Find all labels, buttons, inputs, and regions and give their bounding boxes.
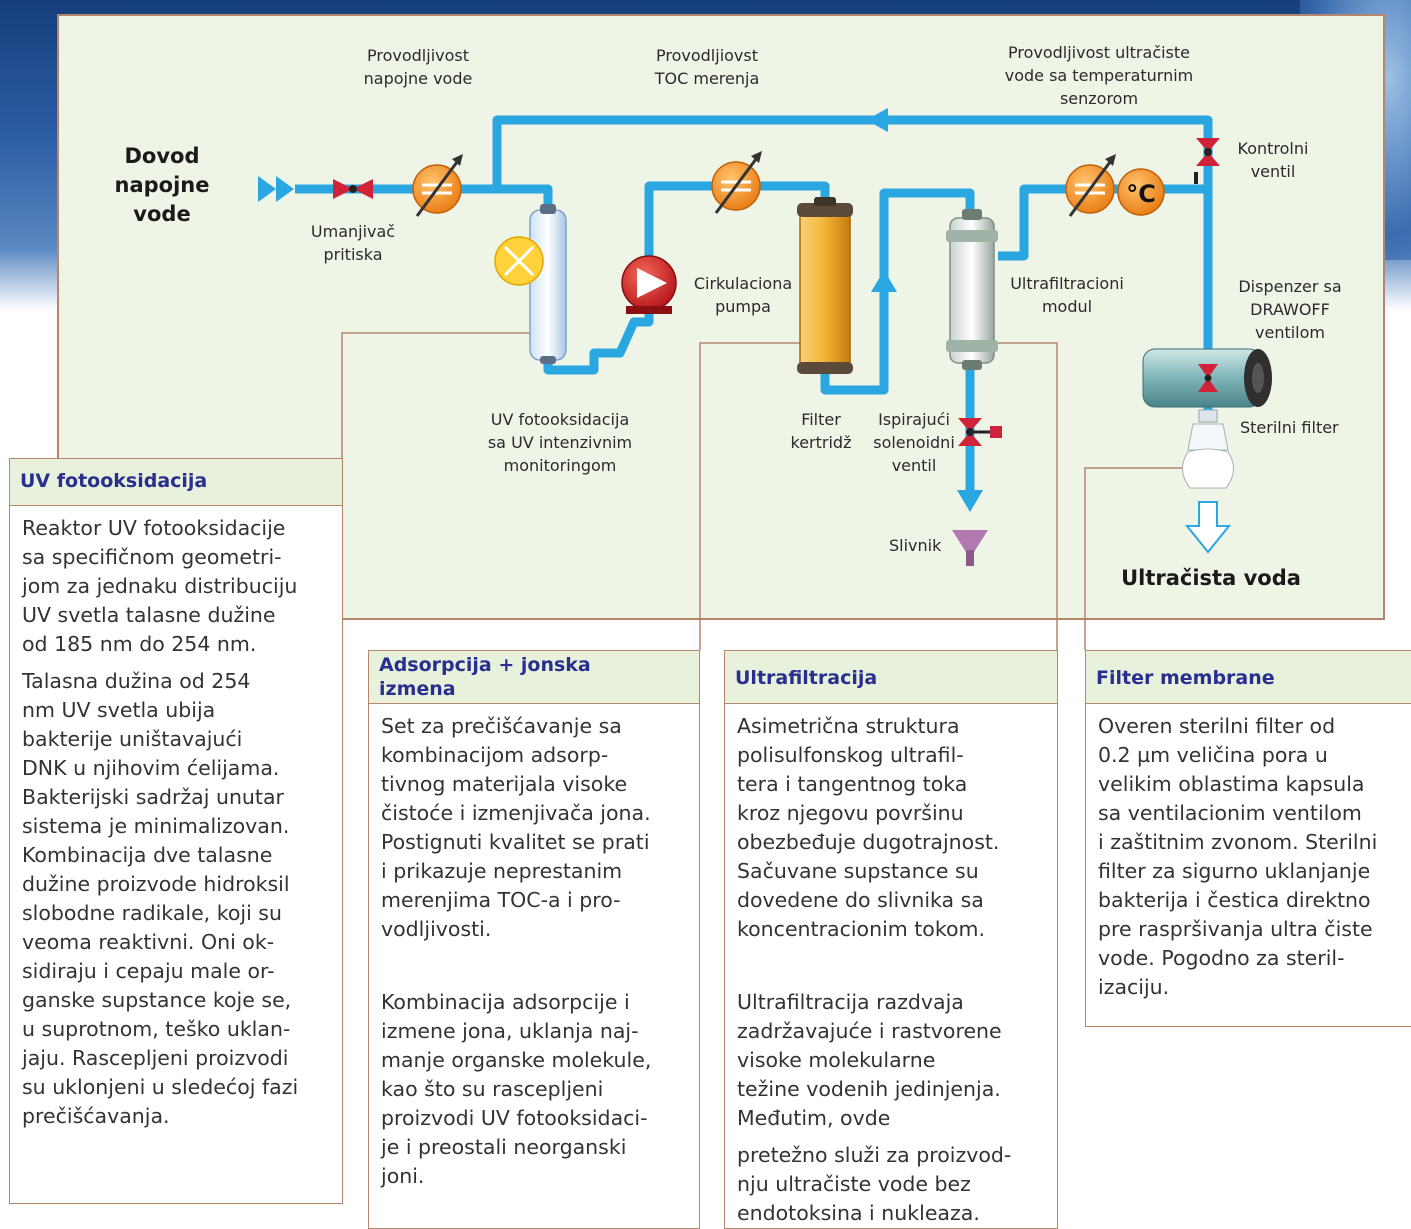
celsius-symbol: °C: [1126, 180, 1156, 208]
dispenser-icon: [1142, 348, 1272, 408]
drain-funnel-icon: [952, 530, 988, 566]
dispenser-label: Dispenzer sa DRAWOFF ventilom: [1238, 277, 1342, 342]
ultrapure-conductivity-label: Provodljivost ultračiste vode sa tempera…: [1004, 43, 1194, 108]
uv-photooxidation-label: UV fotooksidacija sa UV intenzivnim moni…: [487, 410, 633, 475]
filter-cartridge-label: Filter kertridž: [790, 410, 852, 452]
sterile-filter-label: Sterilni filter: [1240, 418, 1339, 437]
control-valve-icon: [1194, 138, 1220, 184]
feed-conductivity-label: Provodljivost napojne vode: [363, 46, 473, 88]
circulation-pump-label: Cirkulaciona pumpa: [693, 274, 793, 316]
circulation-pump-icon: [621, 255, 677, 314]
uv-reactor-icon: [529, 204, 567, 364]
control-valve-label: Kontrolni ventil: [1237, 139, 1309, 181]
uv-box-title: UV fotooksidacija: [10, 458, 342, 506]
flush-valve-label: Ispirajući solenoidni ventil: [873, 410, 955, 475]
drawoff-valve-icon: [1198, 364, 1218, 392]
pressure-reducer-label: Umanjivač pritiska: [310, 222, 396, 264]
toc-conductivity-label: Provodljiovst TOC merenja: [654, 46, 760, 88]
outlet-arrow-icon: [1184, 501, 1232, 554]
inlet-arrow-icon: [276, 176, 294, 202]
membrane-box-title: Filter membrane: [1086, 650, 1411, 704]
ultrafiltration-module-icon: [946, 209, 998, 370]
drain-arrow-icon: [957, 490, 983, 512]
uv-photooxidation-box: UV fotooksidacija Reaktor UV fotooksidac…: [9, 458, 343, 1204]
ultrafiltration-box-paragraph: pretežno služi za proizvod-nju ultračist…: [737, 1143, 1012, 1225]
flow-arrow-icon: [866, 108, 888, 132]
toc-conductivity-meter-icon: [711, 151, 762, 214]
uf-module-label: Ultrafiltracioni modul: [1010, 274, 1124, 316]
flush-solenoid-valve-icon: [958, 418, 1002, 446]
filter-membrane-box: Filter membrane Overen sterilni filter o…: [1085, 650, 1411, 1027]
temperature-sensor-icon: °C: [1117, 168, 1165, 216]
feed-conductivity-meter-icon: [412, 154, 463, 217]
drain-label: Slivnik: [889, 536, 942, 555]
uv-lamp-icon: [494, 236, 544, 286]
ultrafiltration-box-title: Ultrafiltracija: [725, 650, 1057, 704]
filter-cartridge-icon: [797, 197, 853, 374]
feed-water-label: Dovod napojne vode: [114, 144, 210, 226]
ultrapure-conductivity-meter-icon: [1065, 154, 1116, 217]
sterile-filter-icon: [1182, 409, 1234, 489]
leader-lines: [341, 332, 1213, 650]
inlet-arrow-icon: [258, 176, 276, 202]
flow-arrow-icon: [871, 270, 897, 292]
ultrapure-water-label: Ultračista voda: [1121, 566, 1301, 590]
pressure-reducer-valve-icon: [333, 179, 373, 199]
